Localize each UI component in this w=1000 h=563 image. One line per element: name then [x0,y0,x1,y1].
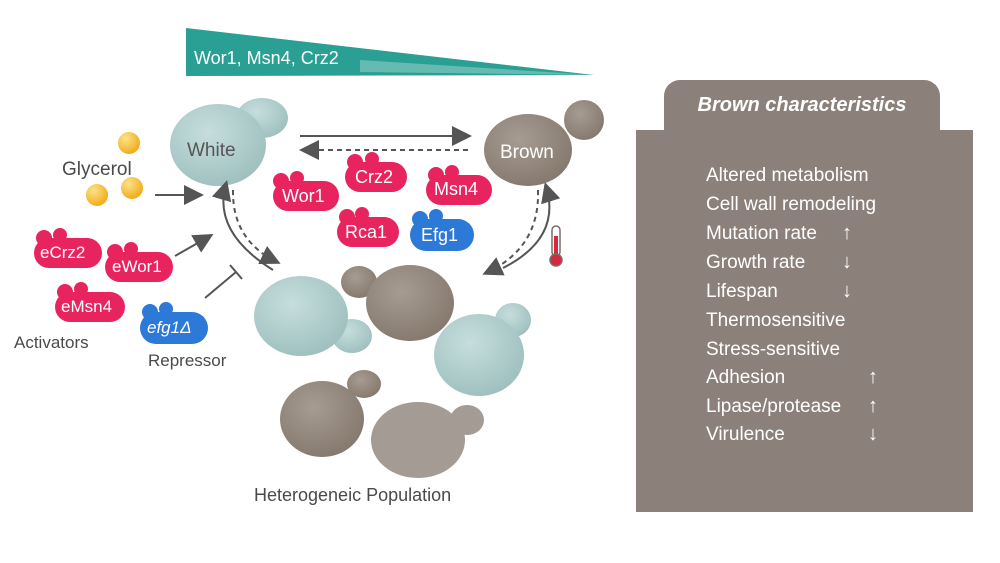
trait-trend: ↓ [842,251,852,273]
white-cell-label: White [187,140,236,161]
white-cell [170,98,288,186]
trait-trend: ↓ [868,423,878,445]
glycerol-molecules [86,132,143,206]
trait-name: Virulence [706,424,785,445]
activator-label-ewor1: eWor1 [112,257,162,276]
activator-blob-emsn4 [55,282,125,322]
repressor-label: Repressor [148,351,227,370]
trait-trend: ↑ [868,366,878,388]
trait-name: Cell wall remodeling [706,194,877,215]
trait-name: Lipase/protease [706,396,842,417]
population-to-brown-arrow [502,182,561,269]
protein-blob-wor1 [273,171,339,211]
thermometer-icon [549,225,563,267]
population-to-white-arrow [211,180,274,271]
protein-blob-rca1 [337,207,399,247]
protein-blob-crz2 [345,152,407,192]
protein-blob-msn4 [426,165,492,205]
brown-cell [484,100,604,186]
protein-label-rca1: Rca1 [345,222,388,242]
brown-characteristics-panel [636,130,973,512]
trait-name: Thermosensitive [706,310,846,331]
protein-label-crz2: Crz2 [355,167,394,187]
expression-gradient-wedge [186,28,594,76]
brown-to-population-arrow [482,189,540,276]
activator-blob-ecrz2 [34,228,102,268]
population-cells [254,265,531,478]
trait-trend: ↑ [842,222,852,244]
trait-name: Altered metabolism [706,165,869,186]
trait-name: Lifespan [706,281,778,302]
glycerol-label: Glycerol [62,159,132,180]
repressor-inhibit-line [204,271,237,299]
population-label: Heterogeneic Population [254,485,452,505]
repressor-label-efg1d: efg1Δ [147,318,192,337]
gradient-label: Wor1, Msn4, Crz2 [194,48,339,68]
repressor-blob-efg1d [140,302,208,344]
brown-cell-label: Brown [500,142,554,163]
activator-label-emsn4: eMsn4 [61,297,113,316]
protein-label-wor1: Wor1 [282,186,325,206]
white-to-population-arrow [231,189,281,264]
trait-name: Stress-sensitive [706,339,841,360]
trait-name: Adhesion [706,367,786,388]
trait-trend: ↓ [842,280,852,302]
protein-label-efg1: Efg1 [421,225,459,245]
activator-blob-ewor1 [105,242,173,282]
trait-name: Growth rate [706,252,806,273]
panel-title: Brown characteristics [697,94,907,116]
activator-arrow [174,234,214,257]
protein-label-msn4: Msn4 [434,179,479,199]
activator-label-ecrz2: eCrz2 [40,243,86,262]
protein-blob-efg1 [410,209,474,251]
trait-name: Mutation rate [706,223,817,244]
activators-label: Activators [14,333,89,352]
trait-trend: ↑ [868,395,878,417]
